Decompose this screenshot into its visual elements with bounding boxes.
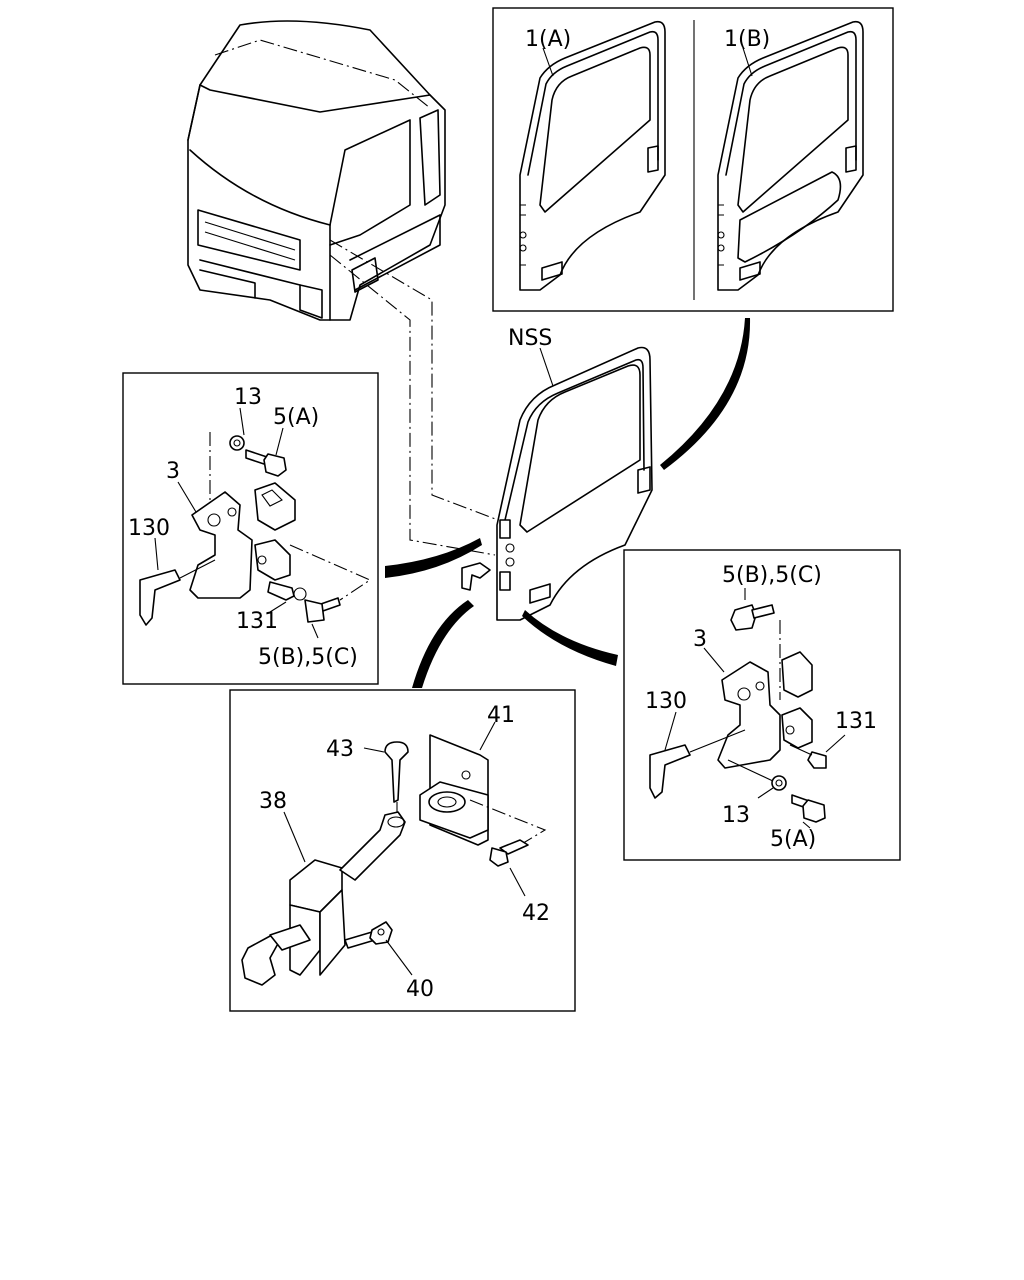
label-right-5bc: 5(B),5(C) <box>722 563 822 588</box>
door-variants-box <box>492 7 894 312</box>
label-nss: NSS <box>508 326 552 351</box>
label-left-5bc: 5(B),5(C) <box>258 645 358 670</box>
label-check-38: 38 <box>259 789 287 814</box>
label-door-1b: 1(B) <box>724 27 770 52</box>
labels: 1(A) 1(B) NSS 13 5(A) 3 130 131 5(B),5(C… <box>128 27 877 1002</box>
label-left-5a: 5(A) <box>273 405 319 430</box>
label-check-43: 43 <box>326 737 354 762</box>
label-right-130: 130 <box>645 689 687 714</box>
label-check-40: 40 <box>406 977 434 1002</box>
label-check-42: 42 <box>522 901 550 926</box>
label-left-130: 130 <box>128 516 170 541</box>
leader-lines <box>214 39 499 556</box>
label-check-41: 41 <box>487 703 515 728</box>
right-hinge-parts <box>649 604 827 823</box>
connector-variants <box>660 318 751 470</box>
check-strap-box <box>229 689 576 1012</box>
label-right-5a: 5(A) <box>770 827 816 852</box>
left-hinge-parts <box>139 432 372 626</box>
right-hinge-box <box>623 549 901 861</box>
label-right-131: 131 <box>835 709 877 734</box>
label-left-13: 13 <box>234 385 262 410</box>
check-strap-parts <box>241 734 547 986</box>
connector-left-hinge <box>385 538 482 578</box>
connector-right-hinge <box>522 610 618 666</box>
connector-check-strap <box>412 600 474 688</box>
left-hinge-box <box>122 372 379 685</box>
label-door-1a: 1(A) <box>525 27 571 52</box>
label-left-131: 131 <box>236 609 278 634</box>
door-1a <box>519 20 666 291</box>
label-right-13: 13 <box>722 803 750 828</box>
truck-cab <box>187 20 446 321</box>
label-left-3: 3 <box>166 459 180 484</box>
nss-door <box>461 346 653 621</box>
label-right-3: 3 <box>693 627 707 652</box>
label-leaders <box>154 47 846 976</box>
door-1b <box>717 20 864 291</box>
